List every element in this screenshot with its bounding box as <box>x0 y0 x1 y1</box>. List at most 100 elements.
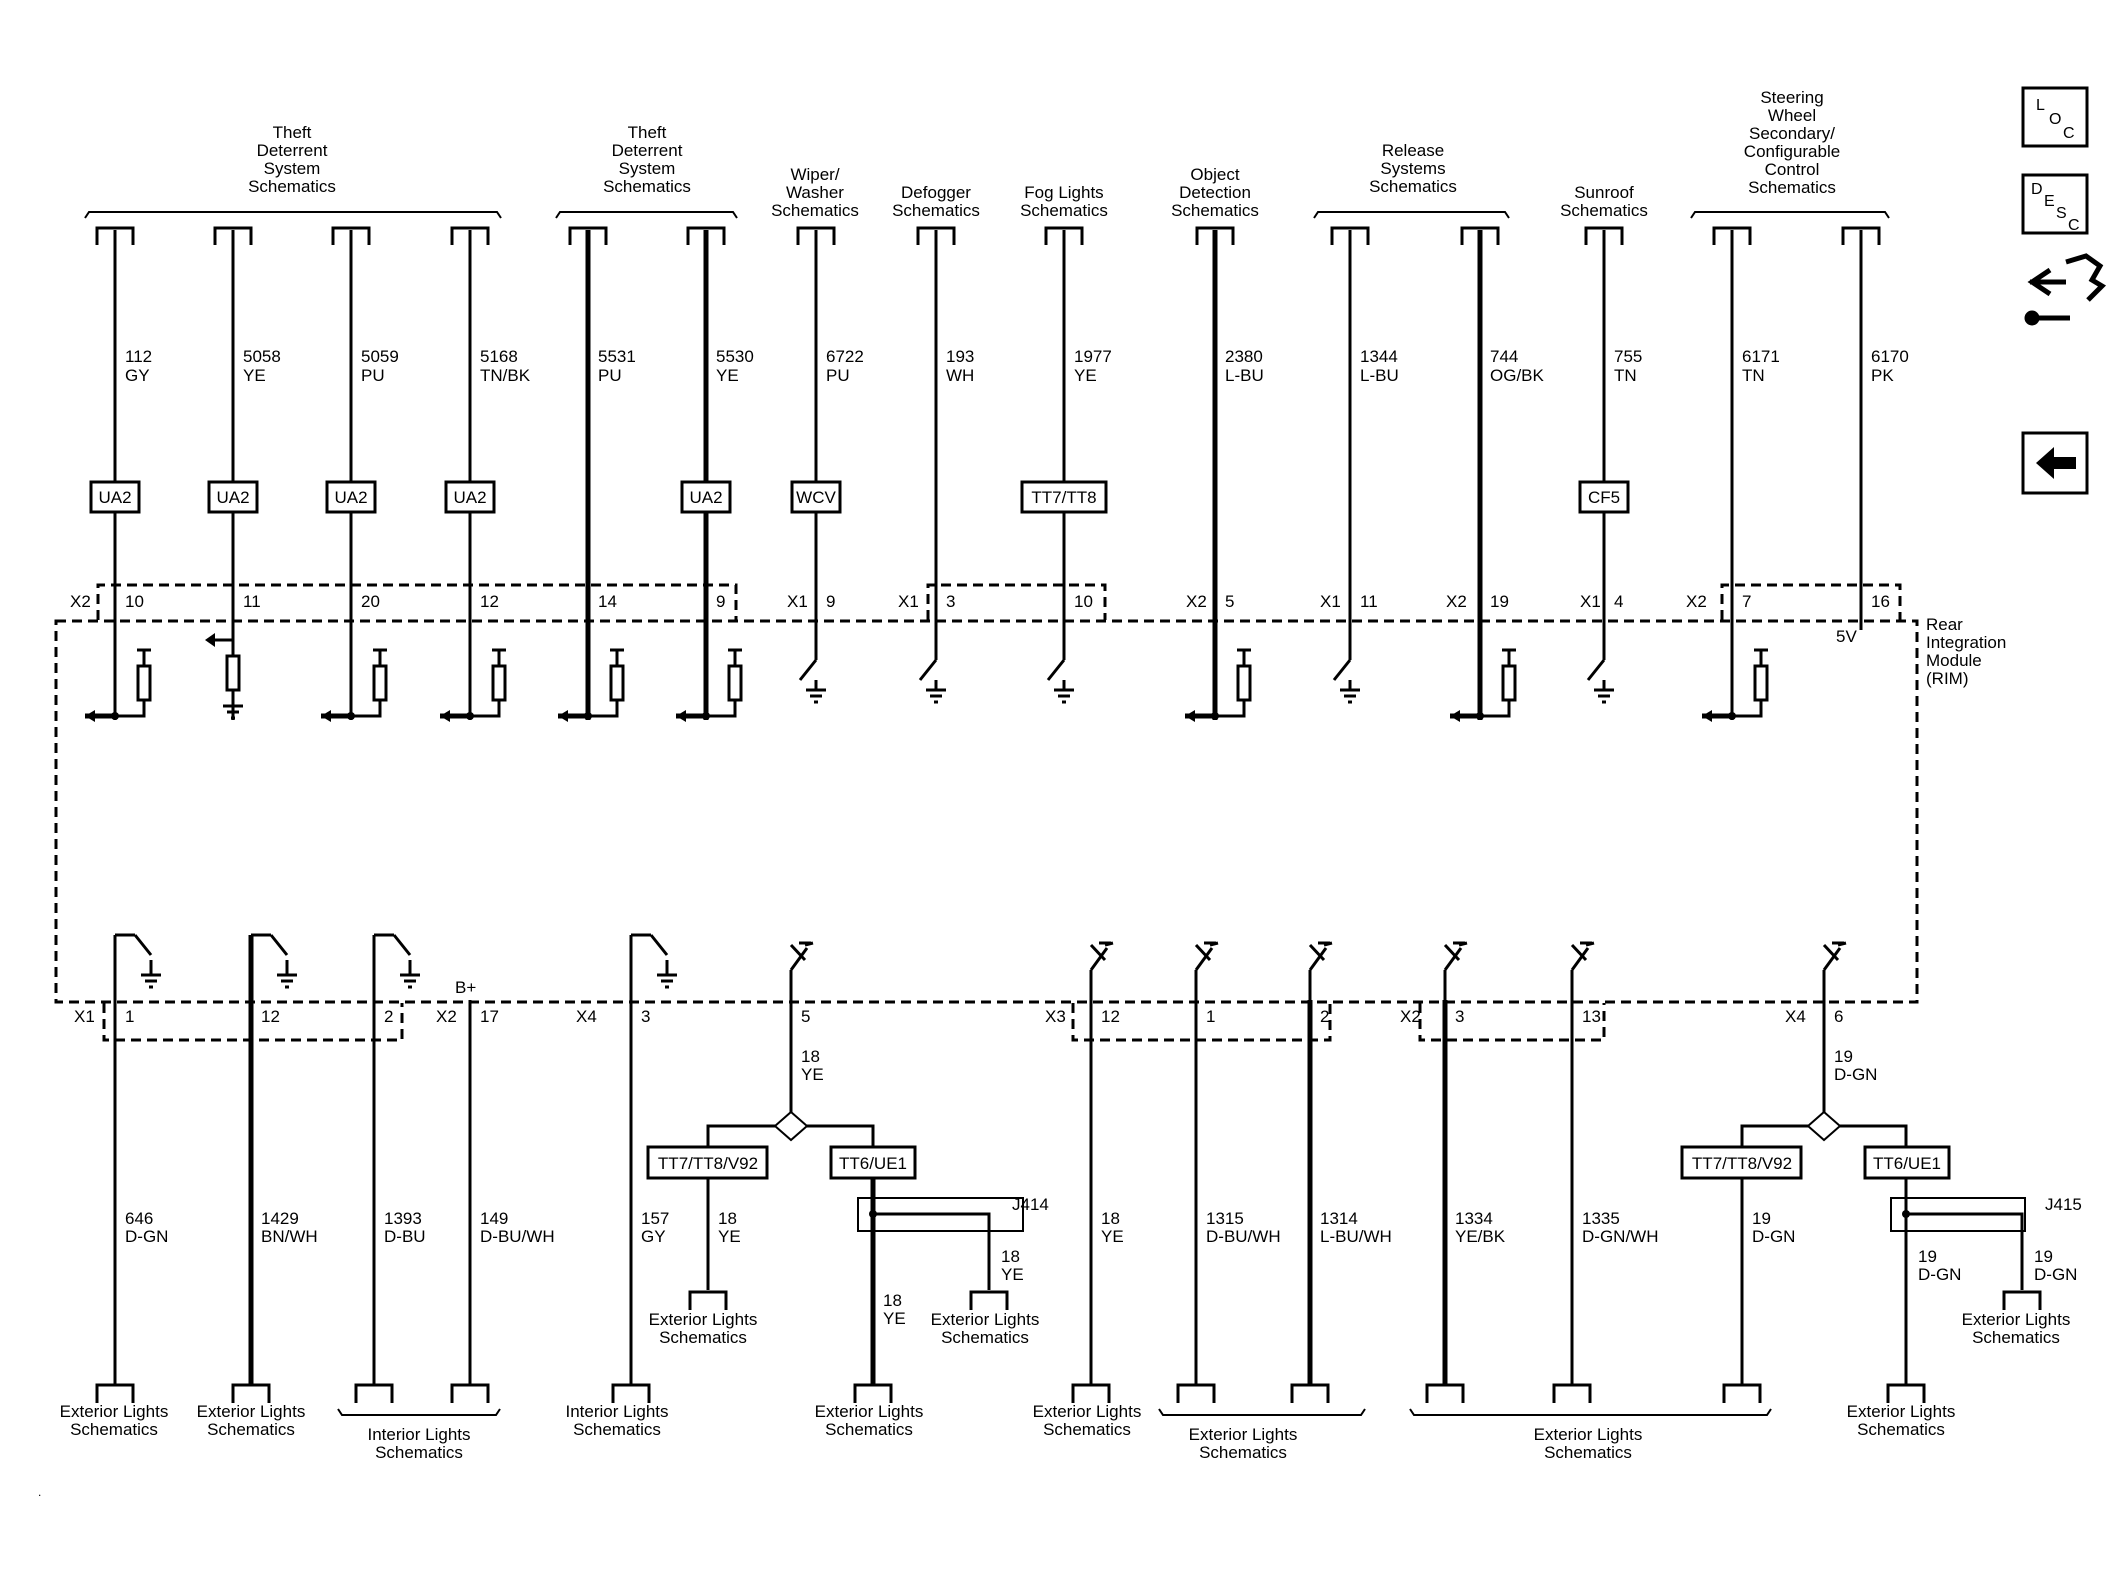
top-pin: 12 <box>480 592 499 611</box>
wire-right-b-circuit: 19 <box>1918 1247 1937 1266</box>
conn-top-x1-c: X1 <box>1320 592 1341 611</box>
top-connector-labels: X2 X1 X1 X2 X1 X2 X1 X2 <box>70 592 1707 611</box>
top-wire-circuit: 112 <box>125 347 152 366</box>
conn-bot-x2-b: X2 <box>1400 1007 1421 1026</box>
top-wire-circuit: 5168 <box>480 347 518 366</box>
desc-icon[interactable]: D E S C <box>2021 173 2089 235</box>
wire-right-c-circuit: 19 <box>2034 1247 2053 1266</box>
top-wire-color: OG/BK <box>1490 366 1545 385</box>
conn-bot-x4-b: X4 <box>1785 1007 1806 1026</box>
splice-j415-label: J415 <box>2045 1195 2082 1214</box>
module-bplus-label: B+ <box>455 978 476 997</box>
option-label: UA2 <box>453 488 486 507</box>
top-wire-circuit: 744 <box>1490 347 1518 366</box>
top-wire-color: PU <box>361 366 385 385</box>
top-wire-circuit: 2380 <box>1225 347 1263 366</box>
svg-text:S: S <box>2056 205 2067 222</box>
option-label: UA2 <box>98 488 131 507</box>
bottom-wire-circuit: 149 <box>480 1209 508 1228</box>
conn-bot-x2: X2 <box>436 1007 457 1026</box>
top-pin: 16 <box>1871 592 1890 611</box>
top-wire-circuit: 5530 <box>716 347 754 366</box>
wire-left-a-circuit: 18 <box>718 1209 737 1228</box>
bottom-wire-color: D-BU/WH <box>480 1227 555 1246</box>
top-pin: 14 <box>598 592 617 611</box>
top-wire-color: L-BU <box>1225 366 1264 385</box>
option-box <box>790 480 842 514</box>
top-wire-circuit: 6722 <box>826 347 864 366</box>
top-wires: 112GYUA2105058YEUA2115059PUUA2205168TN/B… <box>85 226 1909 722</box>
option-right-b: TT6/UE1 <box>1873 1154 1941 1173</box>
loc-icon[interactable]: L O C <box>2021 86 2089 148</box>
conn-top-x2-c: X2 <box>1446 592 1467 611</box>
conn-top-x1-b: X1 <box>898 592 919 611</box>
bottom-pin: 3 <box>1455 1007 1464 1026</box>
wire-right-a-circuit: 19 <box>1752 1209 1771 1228</box>
top-pin: 19 <box>1490 592 1509 611</box>
top-pin: 9 <box>716 592 725 611</box>
bottom-pin: 6 <box>1834 1007 1843 1026</box>
conn-bot-x4: X4 <box>576 1007 597 1026</box>
top-wire-color: TN <box>1614 366 1637 385</box>
bottom-pin: 3 <box>641 1007 650 1026</box>
top-wire-color: WH <box>946 366 974 385</box>
connector-tool-icon[interactable] <box>2024 253 2107 326</box>
bottom-wire-circuit: 19 <box>1834 1047 1853 1066</box>
bottom-wire-circuit: 1393 <box>384 1209 422 1228</box>
top-pin: 9 <box>826 592 835 611</box>
bottom-connector-labels: X1 X2 X4 X3 X2 X4 <box>74 1007 1806 1026</box>
option-box <box>680 480 732 514</box>
top-wire-circuit: 5059 <box>361 347 399 366</box>
option-label: UA2 <box>334 488 367 507</box>
top-pin: 4 <box>1614 592 1623 611</box>
bottom-wire-color: YE/BK <box>1455 1227 1506 1246</box>
bottom-wire-circuit: 1429 <box>261 1209 299 1228</box>
conn-top-x1-d: X1 <box>1580 592 1601 611</box>
page-dot: . <box>38 1485 41 1499</box>
splice-diamond-left <box>773 1110 809 1142</box>
svg-text:E: E <box>2044 193 2055 210</box>
bottom-pin: 12 <box>1101 1007 1120 1026</box>
wire-left-b-color: YE <box>883 1309 906 1328</box>
bottom-wire-color: L-BU/WH <box>1320 1227 1392 1246</box>
bottom-connector-boxes <box>102 1003 1606 1042</box>
bottom-wire-circuit: 1315 <box>1206 1209 1244 1228</box>
splice-diamond-right <box>1806 1110 1842 1142</box>
bottom-pin: 2 <box>1320 1007 1329 1026</box>
top-wire-color: PU <box>826 366 850 385</box>
bottom-pin: 2 <box>384 1007 393 1026</box>
back-arrow-icon[interactable] <box>2021 431 2089 495</box>
conn-bot-x3: X3 <box>1045 1007 1066 1026</box>
conn-bot-x1: X1 <box>74 1007 95 1026</box>
bottom-wire-color: YE <box>1101 1227 1124 1246</box>
bottom-pin: 17 <box>480 1007 499 1026</box>
